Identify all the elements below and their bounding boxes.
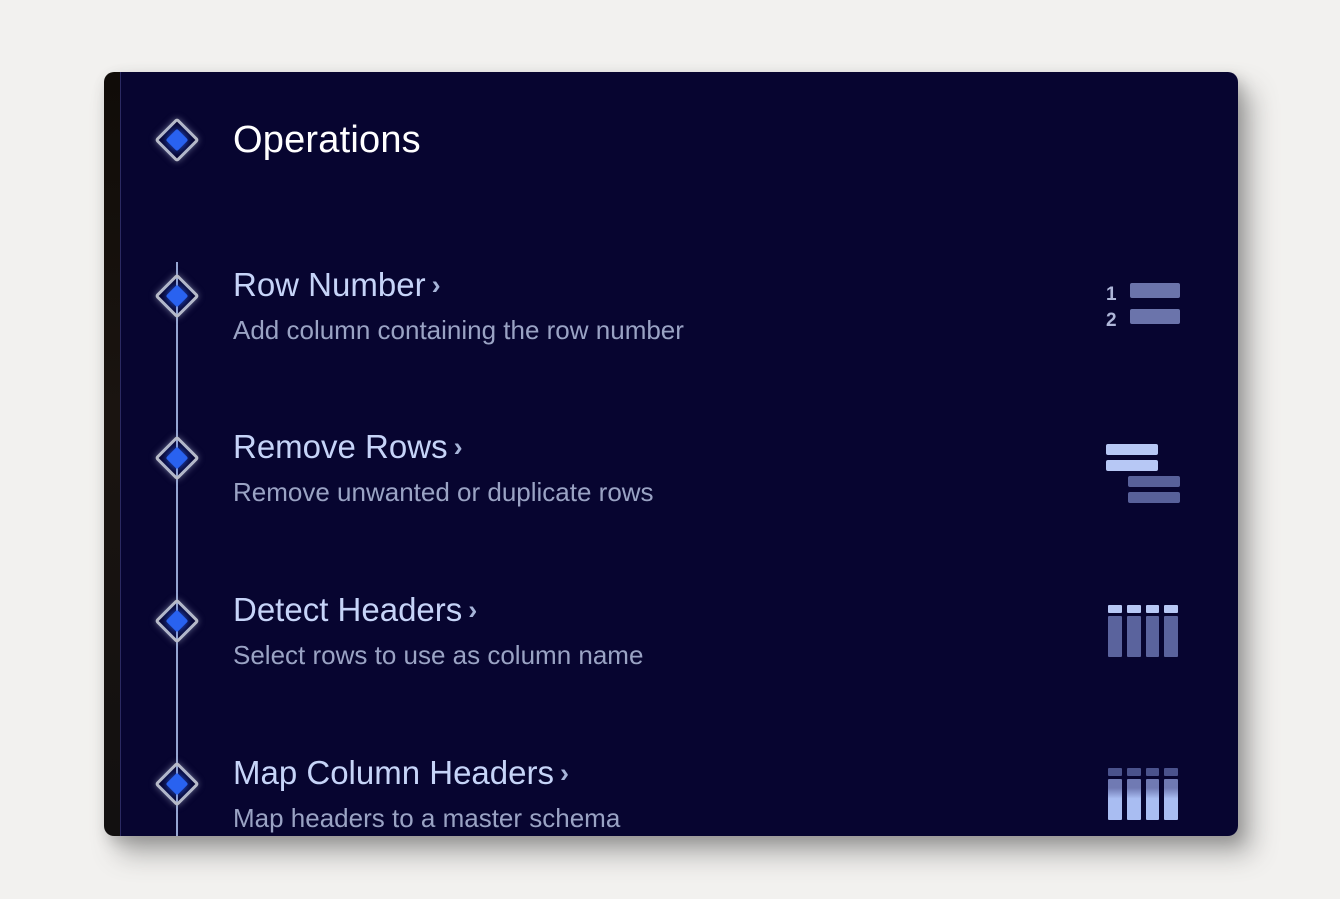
column-body [1145, 616, 1160, 657]
column-body [1108, 616, 1122, 657]
table-column [1145, 605, 1160, 657]
column-body [1108, 779, 1122, 820]
column-header-cap [1108, 768, 1122, 776]
table-column [1126, 768, 1141, 820]
page-title: Operations [233, 119, 421, 161]
column-body [1126, 779, 1141, 820]
column-header-cap [1126, 605, 1141, 613]
operation-icon-slot [1048, 430, 1238, 503]
numbered-list-digit-1: 1 [1106, 284, 1117, 305]
operation-row-detect-headers[interactable]: Detect Headers› Select rows to use as co… [121, 591, 1238, 723]
column-body [1145, 779, 1160, 820]
bullet-slot [121, 430, 233, 481]
rows-icon-bar-1 [1106, 444, 1158, 455]
table-column [1108, 768, 1122, 820]
column-body [1164, 616, 1178, 657]
column-header-cap [1164, 768, 1178, 776]
rows-icon-bar-2 [1106, 460, 1158, 471]
numbered-list-icon: 1 2 [1106, 280, 1180, 332]
operation-text: Detect Headers› Select rows to use as co… [233, 591, 1048, 670]
operation-text: Map Column Headers› Map headers to a mas… [233, 754, 1048, 833]
operation-description: Add column containing the row number [233, 314, 684, 345]
operation-text: Row Number› Add column containing the ro… [233, 266, 1048, 345]
operation-link-map-column-headers[interactable]: Map Column Headers› [233, 754, 569, 791]
operations-panel-inner: Operations Row Number› Add column contai… [104, 72, 1238, 836]
diamond-icon [154, 273, 200, 319]
operation-text: Remove Rows› Remove unwanted or duplicat… [233, 428, 1048, 507]
panel-header: Operations [121, 104, 1238, 176]
column-header-cap [1108, 605, 1122, 613]
operation-link-remove-rows[interactable]: Remove Rows› [233, 428, 463, 465]
table-column [1164, 768, 1178, 820]
table-column [1108, 605, 1122, 657]
operation-icon-slot [1048, 756, 1238, 820]
rows-icon-bar-4 [1128, 492, 1180, 503]
diamond-icon [154, 761, 200, 807]
chevron-right-icon: › [559, 758, 569, 788]
diamond-icon [154, 435, 200, 481]
operation-description: Select rows to use as column name [233, 639, 644, 670]
table-columns-header-icon [1108, 605, 1178, 657]
operation-description: Map headers to a master schema [233, 802, 621, 833]
operation-row-map-column-headers[interactable]: Map Column Headers› Map headers to a mas… [121, 754, 1238, 836]
table-column [1164, 605, 1178, 657]
diamond-icon [154, 117, 200, 163]
numbered-list-bar-2 [1130, 309, 1180, 324]
operation-link-detect-headers[interactable]: Detect Headers› [233, 591, 478, 628]
column-header-cap [1145, 768, 1160, 776]
operations-panel: Operations Row Number› Add column contai… [104, 72, 1238, 836]
bullet-slot [121, 756, 233, 807]
operation-row-remove-rows[interactable]: Remove Rows› Remove unwanted or duplicat… [121, 428, 1238, 560]
operation-icon-slot [1048, 593, 1238, 657]
rows-icon-bar-3 [1128, 476, 1180, 487]
column-body [1164, 779, 1178, 820]
bullet-slot [121, 268, 233, 319]
header-bullet-slot [121, 117, 233, 163]
numbered-list-digit-2: 2 [1106, 310, 1117, 331]
chevron-right-icon: › [468, 595, 478, 625]
table-column [1126, 605, 1141, 657]
diamond-icon [154, 598, 200, 644]
timeline-connector-line [176, 262, 178, 836]
numbered-list-bar-1 [1130, 283, 1180, 298]
operation-link-row-number[interactable]: Row Number› [233, 266, 441, 303]
column-body [1126, 616, 1141, 657]
chevron-right-icon: › [453, 432, 463, 462]
table-column [1145, 768, 1160, 820]
column-header-cap [1126, 768, 1141, 776]
operation-title: Detect Headers [233, 591, 463, 628]
operations-panel-body: Operations Row Number› Add column contai… [120, 72, 1238, 836]
bullet-slot [121, 593, 233, 644]
chevron-right-icon: › [431, 270, 441, 300]
panel-left-edge-strip [104, 72, 120, 836]
operation-icon-slot: 1 2 [1048, 268, 1238, 332]
column-header-cap [1145, 605, 1160, 613]
operation-row-row-number[interactable]: Row Number› Add column containing the ro… [121, 266, 1238, 398]
operation-title: Row Number [233, 266, 426, 303]
column-header-cap [1164, 605, 1178, 613]
rows-icon [1106, 442, 1180, 503]
operation-title: Remove Rows [233, 428, 448, 465]
table-columns-mapped-icon [1108, 768, 1178, 820]
operation-title: Map Column Headers [233, 754, 554, 791]
operation-description: Remove unwanted or duplicate rows [233, 476, 654, 507]
